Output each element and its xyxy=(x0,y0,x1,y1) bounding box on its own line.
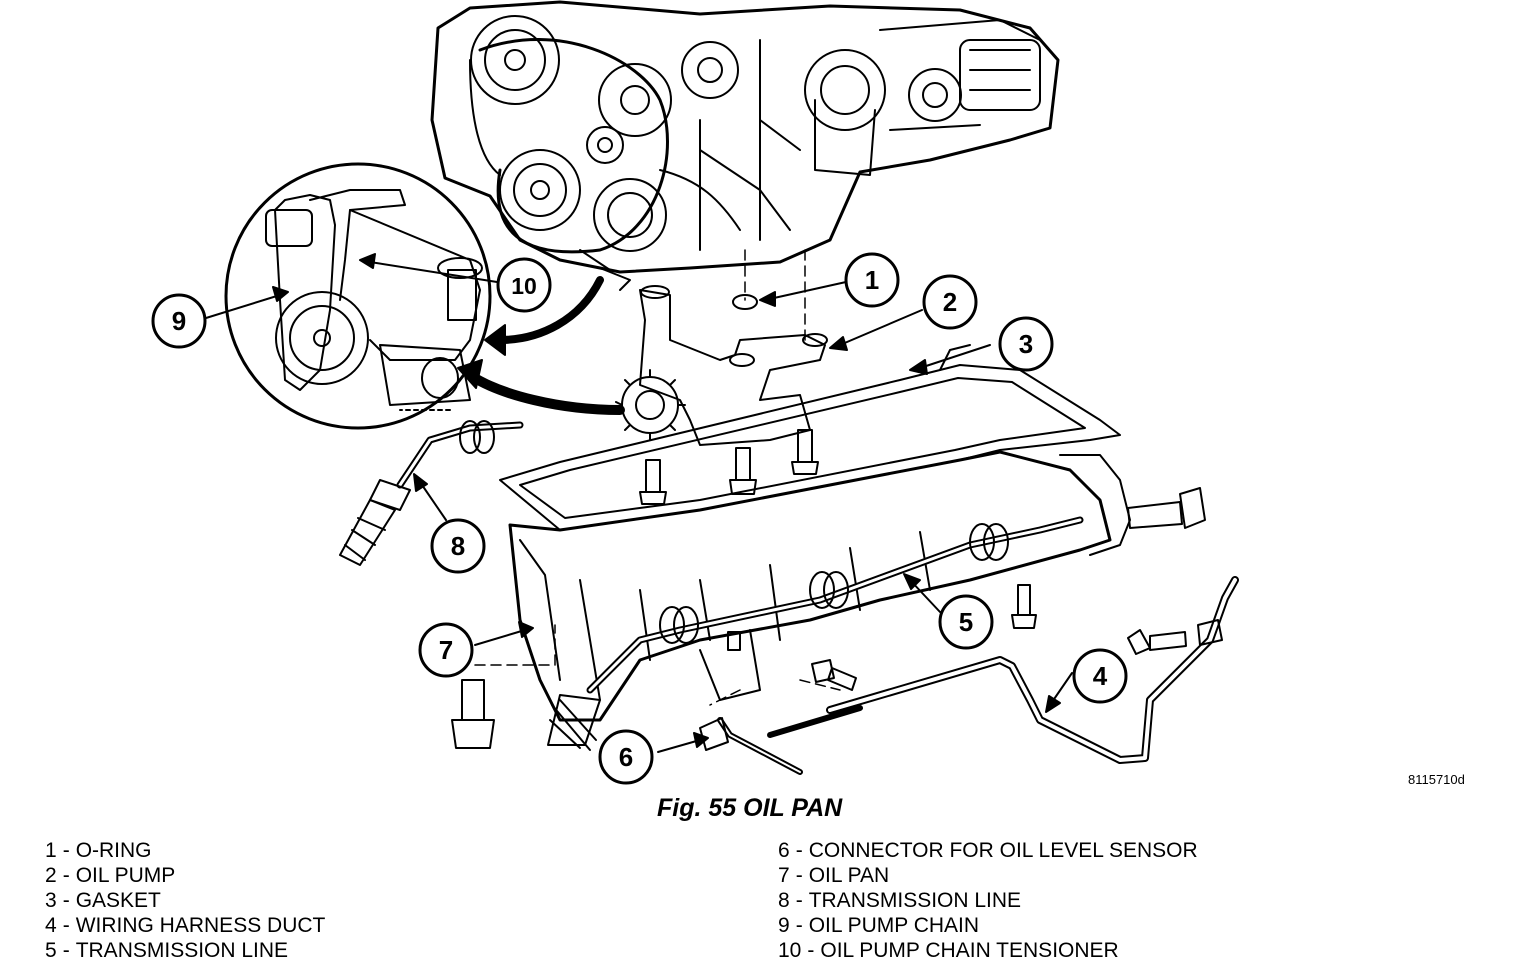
callout-7: 7 xyxy=(418,622,474,678)
transmission-lines xyxy=(339,420,1084,751)
callout-2: 2 xyxy=(922,274,978,330)
legend-number: 9 xyxy=(778,914,790,937)
legend-separator: - xyxy=(62,939,70,962)
o-ring-shape xyxy=(732,294,758,310)
callout-number: 5 xyxy=(959,607,973,637)
callout-5: 5 xyxy=(938,594,994,650)
callout-leaders xyxy=(205,253,1073,753)
oil-pump-illustration xyxy=(615,285,828,446)
gasket-illustration xyxy=(499,344,1121,531)
legend-separator: - xyxy=(795,864,803,887)
legend-label: OIL PUMP xyxy=(75,864,176,887)
legend-separator: - xyxy=(807,939,815,962)
legend-separator: - xyxy=(795,914,803,937)
legend-item: 8-TRANSMISSION LINE xyxy=(778,888,1198,913)
legend-right-column: 6-CONNECTOR FOR OIL LEVEL SENSOR 7-OIL P… xyxy=(778,838,1198,963)
callout-number: 4 xyxy=(1093,661,1108,691)
engine-illustration xyxy=(430,0,1060,291)
legend-number: 2 xyxy=(45,864,57,887)
callout-9: 9 xyxy=(151,293,207,349)
callout-number: 2 xyxy=(943,287,957,317)
inset-pointer-arrows xyxy=(399,276,625,415)
figure-code: 8115710d xyxy=(1408,772,1465,787)
legend-label: OIL PAN xyxy=(808,864,890,887)
callout-number: 10 xyxy=(511,273,537,299)
legend-separator: - xyxy=(795,839,803,862)
legend-separator: - xyxy=(62,914,70,937)
legend-item: 6-CONNECTOR FOR OIL LEVEL SENSOR xyxy=(778,838,1198,863)
callout-number: 3 xyxy=(1019,329,1033,359)
legend-separator: - xyxy=(795,889,803,912)
legend-number: 3 xyxy=(45,889,57,912)
callout-6: 6 xyxy=(598,729,654,785)
legend-number: 10 xyxy=(778,939,802,962)
legend-item: 7-OIL PAN xyxy=(778,863,1198,888)
callout-number: 6 xyxy=(619,742,633,772)
legend-label: OIL PUMP CHAIN TENSIONER xyxy=(820,939,1119,962)
legend-number: 5 xyxy=(45,939,57,962)
oil-pan-illustration xyxy=(508,450,1131,722)
callout-8: 8 xyxy=(430,518,486,574)
legend-item: 10-OIL PUMP CHAIN TENSIONER xyxy=(778,938,1198,963)
legend-separator: - xyxy=(62,839,70,862)
callout-number: 7 xyxy=(439,635,453,665)
legend-label: CONNECTOR FOR OIL LEVEL SENSOR xyxy=(808,839,1198,862)
legend-separator: - xyxy=(62,889,70,912)
legend-label: WIRING HARNESS DUCT xyxy=(75,914,326,937)
alignment-dashed-lines xyxy=(474,249,841,706)
callout-number: 9 xyxy=(172,306,186,336)
legend-number: 8 xyxy=(778,889,790,912)
pump-bolts xyxy=(451,429,1206,749)
oil-pump-detail-inset xyxy=(224,162,492,430)
callout-1: 1 xyxy=(844,252,900,308)
legend-item: 2-OIL PUMP xyxy=(45,863,325,888)
legend-separator: - xyxy=(62,864,70,887)
legend-number: 4 xyxy=(45,914,57,937)
legend-item: 1-O-RING xyxy=(45,838,325,863)
wiring-harness-duct-illustration xyxy=(699,576,1239,775)
callout-10: 10 xyxy=(496,257,552,313)
legend-label: OIL PUMP CHAIN xyxy=(808,914,980,937)
callout-number: 1 xyxy=(865,265,879,295)
legend-number: 1 xyxy=(45,839,57,862)
legend-item: 4-WIRING HARNESS DUCT xyxy=(45,913,325,938)
legend-item: 3-GASKET xyxy=(45,888,325,913)
legend-label: O-RING xyxy=(75,839,152,862)
legend-label: GASKET xyxy=(75,889,161,912)
legend-number: 7 xyxy=(778,864,790,887)
legend-label: TRANSMISSION LINE xyxy=(75,939,289,962)
legend-number: 6 xyxy=(778,839,790,862)
legend-item: 5-TRANSMISSION LINE xyxy=(45,938,325,963)
legend-left-column: 1-O-RING 2-OIL PUMP 3-GASKET 4-WIRING HA… xyxy=(45,838,325,963)
legend-label: TRANSMISSION LINE xyxy=(808,889,1022,912)
legend-item: 9-OIL PUMP CHAIN xyxy=(778,913,1198,938)
callout-number: 8 xyxy=(451,531,465,561)
figure-caption: Fig. 55 OIL PAN xyxy=(657,794,843,822)
callout-4: 4 xyxy=(1072,648,1128,704)
callout-3: 3 xyxy=(998,316,1054,372)
